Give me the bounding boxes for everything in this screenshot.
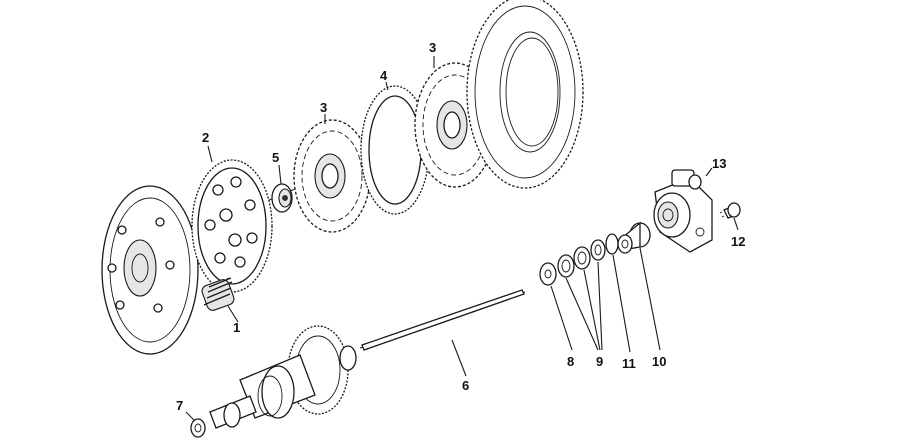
leader-10 bbox=[639, 247, 661, 351]
callout-10: 10 bbox=[652, 354, 666, 369]
leader-11 bbox=[612, 254, 631, 353]
callout-2: 2 bbox=[202, 130, 209, 145]
toothed-ring-part-4 bbox=[360, 85, 430, 215]
washer-part-8 bbox=[539, 262, 557, 286]
callout-4: 4 bbox=[380, 68, 388, 83]
callout-3-left: 3 bbox=[320, 100, 327, 115]
callout-11: 11 bbox=[622, 356, 636, 371]
leader-13 bbox=[705, 167, 713, 177]
cylinder-housing-part-13 bbox=[653, 169, 713, 253]
callout-9: 9 bbox=[596, 354, 603, 369]
spring-part-1 bbox=[201, 277, 235, 311]
washer-part-7 bbox=[190, 418, 206, 438]
hub-part-5 bbox=[271, 183, 293, 213]
friction-disc-part-3-right bbox=[414, 62, 496, 188]
leader-9-a bbox=[565, 277, 599, 351]
leader-5 bbox=[278, 164, 282, 185]
leader-7 bbox=[185, 411, 195, 421]
leader-4 bbox=[385, 81, 389, 91]
shaft-part-6 bbox=[361, 289, 525, 351]
leader-9-c bbox=[597, 261, 603, 351]
leader-12 bbox=[733, 217, 739, 231]
callout-8: 8 bbox=[567, 354, 574, 369]
callout-1: 1 bbox=[233, 320, 240, 335]
callout-13: 13 bbox=[712, 156, 726, 171]
bushing-part-10 bbox=[617, 221, 651, 254]
callout-3-right: 3 bbox=[429, 40, 436, 55]
leader-6 bbox=[451, 339, 467, 377]
bolt-part-12 bbox=[719, 202, 741, 219]
flywheel-housing bbox=[101, 185, 199, 355]
leader-2 bbox=[207, 145, 213, 163]
leader-1 bbox=[227, 305, 239, 323]
o-ring-part-11 bbox=[605, 233, 619, 255]
large-ring-gear bbox=[466, 0, 584, 189]
callout-7: 7 bbox=[176, 398, 183, 413]
leader-9-b bbox=[583, 269, 601, 351]
gear-plate-part-2 bbox=[191, 159, 273, 293]
callout-6: 6 bbox=[462, 378, 469, 393]
seal-rings-part-9 bbox=[557, 239, 606, 278]
friction-disc-part-3-left bbox=[293, 119, 371, 233]
input-gear-shaft bbox=[209, 325, 357, 429]
leader-8 bbox=[550, 285, 573, 351]
callout-5: 5 bbox=[272, 150, 279, 165]
callout-12: 12 bbox=[731, 234, 745, 249]
